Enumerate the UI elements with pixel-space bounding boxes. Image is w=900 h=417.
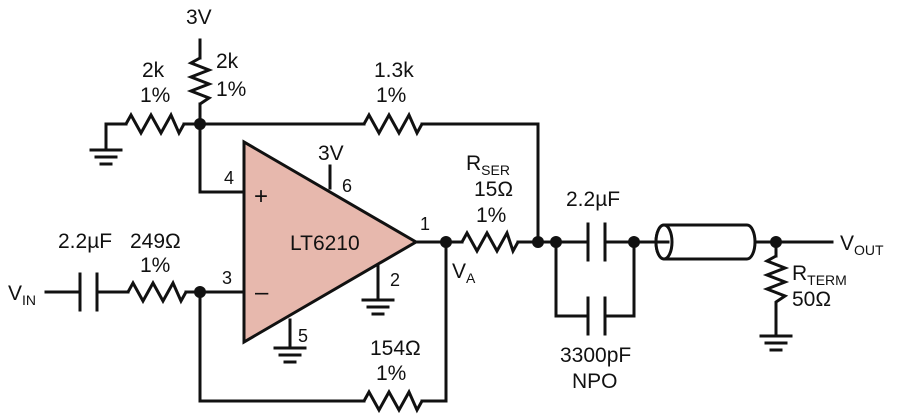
- r-bias-top-value: 2k: [216, 50, 239, 73]
- c-in-value: 2.2µF: [58, 230, 112, 253]
- pin-2-label: 2: [390, 270, 400, 290]
- resistor-termination: [762, 254, 790, 314]
- c-npo-value: 3300pF: [560, 344, 631, 367]
- c-out-value: 2.2µF: [566, 188, 620, 211]
- r-ser-tol: 1%: [476, 204, 506, 227]
- ground-pin-2: [361, 298, 395, 316]
- opamp-lt6210: LT6210 + – 4 3 1 6 2 5 3V: [222, 139, 430, 346]
- ground-bias: [89, 148, 123, 166]
- r-feedback-bottom-tol: 1%: [376, 362, 406, 385]
- opamp-plus-sign: +: [254, 183, 268, 210]
- resistor-input: [126, 279, 188, 305]
- resistors: [124, 56, 790, 414]
- r-term-label: RTERM: [792, 262, 847, 288]
- r-in-value: 249Ω: [130, 230, 181, 253]
- r-ser-label: RSER: [466, 152, 510, 178]
- capacitors: [78, 222, 607, 336]
- vin-label: VIN: [8, 282, 36, 308]
- pin-3-label: 3: [222, 268, 232, 288]
- supply-top-label: 3V: [186, 6, 212, 29]
- resistor-bias-top: [186, 56, 214, 106]
- opamp-supply-label: 3V: [318, 142, 344, 165]
- opamp-name: LT6210: [290, 232, 360, 255]
- ground-pin-5: [273, 346, 307, 364]
- r-in-tol: 1%: [140, 254, 170, 277]
- capacitor-output: [586, 222, 607, 262]
- resistor-feedback-bottom: [362, 388, 424, 414]
- r-bias-top-tol: 1%: [216, 78, 246, 101]
- resistor-feedback-top: [362, 111, 424, 137]
- resistor-bias-gnd: [124, 111, 186, 137]
- r-ser-value: 15Ω: [474, 178, 513, 201]
- opamp-minus-sign: –: [255, 279, 269, 306]
- vout-label: VOUT: [840, 232, 884, 258]
- capacitor-npo: [586, 296, 607, 336]
- r-feedback-top-tol: 1%: [376, 84, 406, 107]
- pin-4-label: 4: [224, 168, 234, 188]
- c-npo-type: NPO: [572, 370, 618, 393]
- coax-cable: [654, 223, 757, 261]
- r-bias-gnd-value: 2k: [142, 59, 165, 82]
- pin-6-label: 6: [342, 176, 352, 196]
- opamp-triangle: [242, 139, 419, 345]
- r-feedback-bottom-value: 154Ω: [370, 337, 421, 360]
- junction-dots: [194, 118, 782, 298]
- labels: 3V 2k 1% 2k 1% 1.3k 1% 2.2µF 249Ω 1% VIN…: [8, 6, 884, 393]
- ground-termination: [759, 334, 793, 352]
- pin-1-label: 1: [420, 214, 430, 234]
- capacitor-input: [78, 272, 99, 312]
- r-feedback-top-value: 1.3k: [374, 59, 414, 82]
- pin-5-label: 5: [298, 326, 308, 346]
- va-label: VA: [452, 260, 476, 286]
- resistor-series: [460, 229, 520, 255]
- r-bias-gnd-tol: 1%: [140, 84, 170, 107]
- r-term-value: 50Ω: [792, 288, 831, 311]
